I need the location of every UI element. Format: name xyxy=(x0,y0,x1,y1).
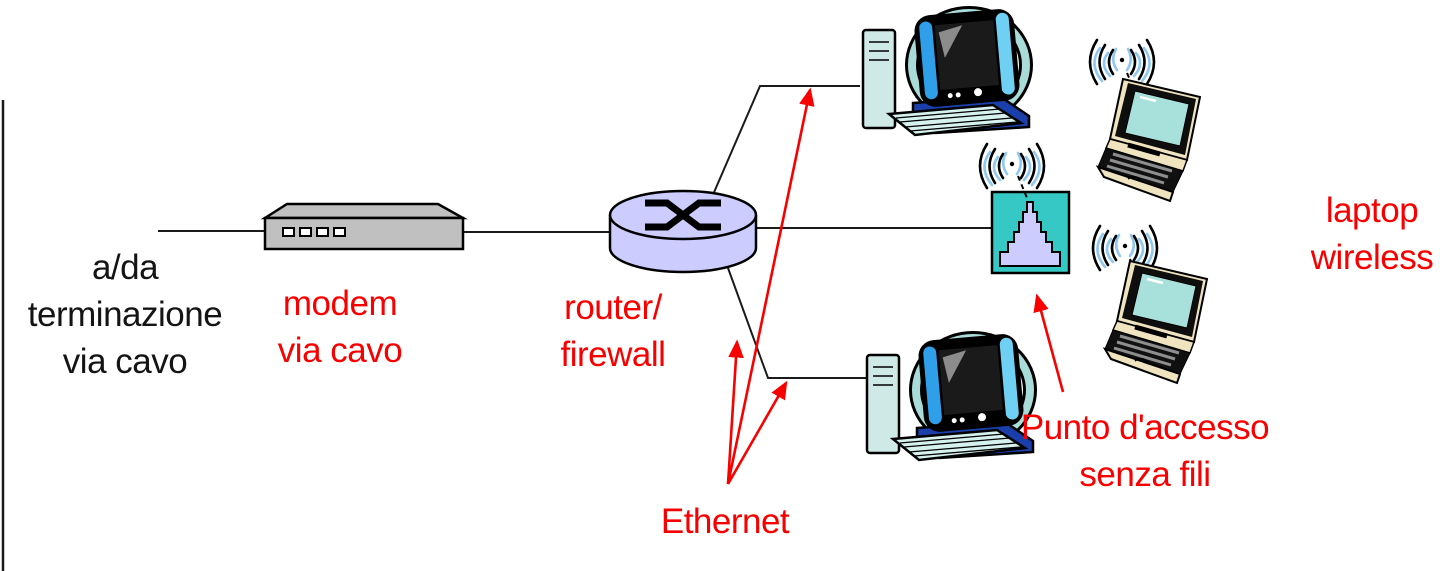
waves-access-point xyxy=(978,142,1046,190)
cable-termination-line1: a/da xyxy=(91,248,159,287)
waves-laptop-top xyxy=(1088,38,1156,86)
ethernet-arrow-bottom xyxy=(726,380,788,485)
router-firewall-icon xyxy=(608,189,758,274)
laptop-bottom xyxy=(1105,261,1207,383)
ethernet-label: Ethernet xyxy=(620,498,830,545)
router-firewall-label: router/ firewall xyxy=(523,284,703,378)
cable-termination-line2: terminazione xyxy=(27,295,223,334)
dashed-link-access-point xyxy=(1017,175,1028,199)
cable-modem-icon xyxy=(260,202,468,251)
ethernet-line1: Ethernet xyxy=(660,502,790,541)
wireless-laptop-line1: laptop xyxy=(1325,191,1419,230)
access-point-line1: Punto d'accesso xyxy=(1020,408,1270,447)
router-switch-symbol xyxy=(645,199,721,231)
laptop-top xyxy=(1098,79,1200,201)
wires xyxy=(158,85,992,379)
desktop-pc-top xyxy=(863,8,1029,135)
annotation-arrows xyxy=(726,87,1065,485)
ethernet-arrow-top xyxy=(726,87,815,485)
access-point-line2: senza fili xyxy=(1079,455,1211,494)
cable-modem-label: modem via cavo xyxy=(250,280,430,374)
access-point-arrow xyxy=(1033,293,1065,393)
wire-router-to-top-pc xyxy=(711,85,860,198)
access-point-label: Punto d'accesso senza fili xyxy=(995,404,1295,498)
router-firewall-line2: firewall xyxy=(560,335,666,374)
waves-laptop-bottom xyxy=(1091,224,1159,272)
modem-ports xyxy=(282,227,346,237)
cable-termination-line3: via cavo xyxy=(62,342,188,381)
modem-top-face xyxy=(260,202,468,220)
router-firewall-line1: router/ xyxy=(564,288,662,327)
wire-router-to-bottom-pc xyxy=(727,267,866,379)
cable-termination-label: a/da terminazione via cavo xyxy=(10,244,240,385)
wireless-laptop-label: laptop wireless xyxy=(1282,187,1456,281)
access-point-icon xyxy=(990,190,1071,275)
ethernet-arrow-middle xyxy=(726,339,744,485)
wireless-laptop-line2: wireless xyxy=(1310,238,1434,277)
cable-modem-line2: via cavo xyxy=(277,331,403,370)
access-point-pyramid xyxy=(999,201,1061,267)
cable-modem-line1: modem xyxy=(282,284,398,323)
modem-front-face xyxy=(263,216,465,251)
